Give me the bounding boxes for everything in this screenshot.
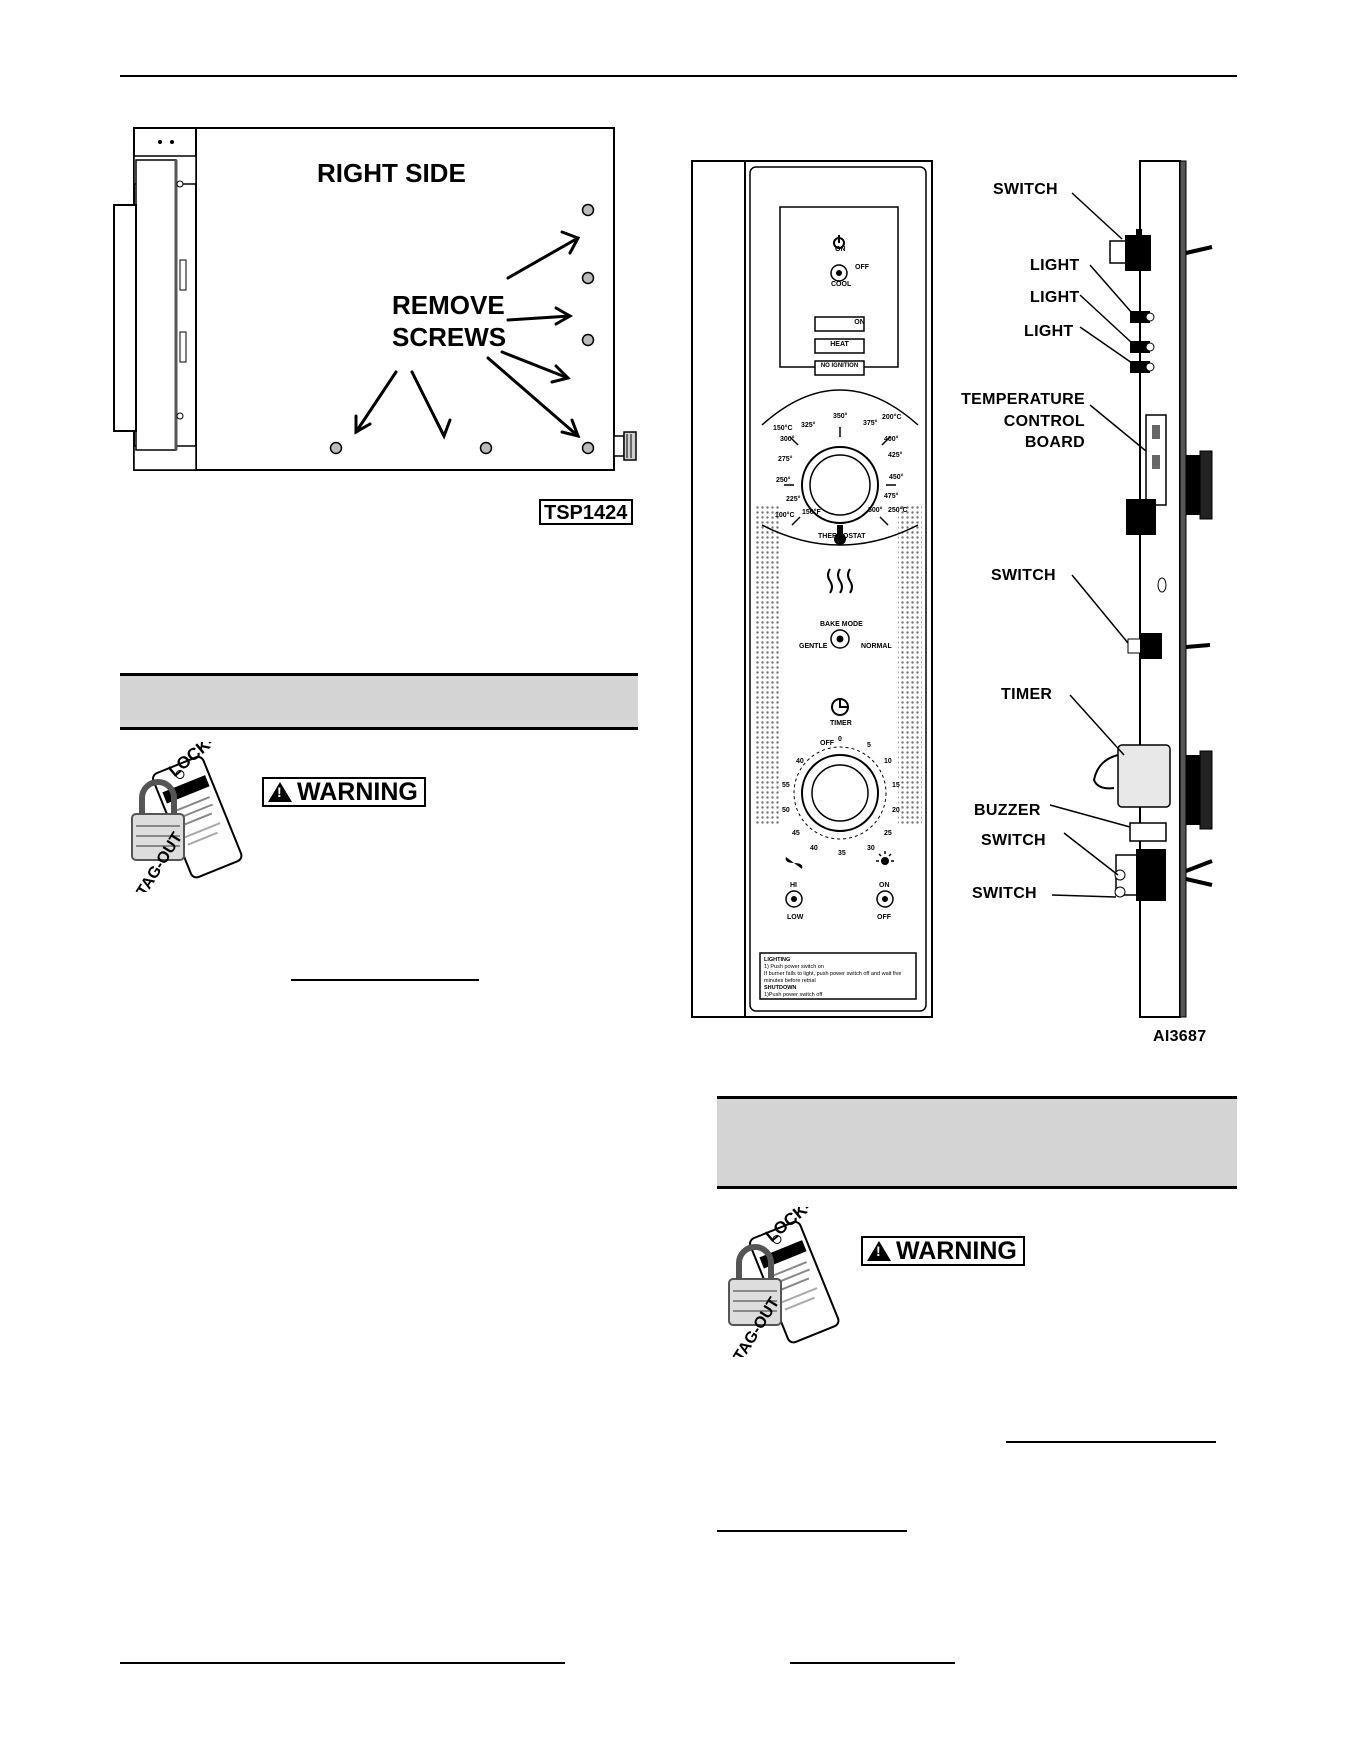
timer-30: 30 — [867, 845, 875, 852]
indicator-on: ON — [854, 319, 865, 326]
right-figure-id: AI3687 — [1153, 1028, 1207, 1045]
callout-buzzer: BUZZER — [974, 802, 1041, 819]
callout-light-2: LIGHT — [1030, 289, 1080, 306]
timer-label: TIMER — [830, 720, 852, 727]
callout-temp-line2: CONTROL — [1003, 413, 1085, 430]
left-section-heading-band — [120, 673, 638, 730]
thermo-200c: 200°C — [882, 414, 902, 421]
instructions-line4: minutes before retrial — [764, 978, 816, 984]
thermo-100c: 100°C — [775, 512, 795, 519]
thermo-375: 375° — [863, 420, 878, 427]
control-panel-figure — [691, 160, 933, 1018]
warning-triangle-icon — [867, 1241, 891, 1261]
timer-20: 20 — [892, 807, 900, 814]
callout-switch-4: SWITCH — [972, 885, 1037, 902]
instructions-box-text: LIGHTING 1) Push power switch on If burn… — [764, 957, 914, 999]
callout-temp-line3: BOARD — [1024, 434, 1085, 451]
thermo-475: 475° — [884, 493, 899, 500]
timer-35: 35 — [838, 850, 846, 857]
timer-45: 45 — [792, 830, 800, 837]
right-section-heading-band — [717, 1096, 1237, 1189]
thermo-225: 225° — [786, 496, 801, 503]
bake-gentle-label: GENTLE — [799, 643, 828, 650]
power-off-label: OFF — [855, 264, 869, 271]
warning-badge-label: WARNING — [896, 1237, 1017, 1265]
thermo-325: 325° — [801, 422, 816, 429]
thermo-275: 275° — [778, 456, 793, 463]
svg-text:ENERGY CONTROL: ENERGY CONTROL — [267, 742, 270, 883]
power-cool-label: COOL — [831, 281, 852, 288]
thermo-350: 350° — [833, 413, 848, 420]
instructions-line1: LIGHTING — [764, 957, 791, 963]
fan-low-label: LOW — [787, 914, 804, 921]
remove-screws-line1: REMOVE — [392, 290, 505, 320]
fan-hi-label: HI — [790, 882, 797, 889]
thermo-250: 250° — [776, 477, 791, 484]
thermo-400: 400° — [884, 436, 899, 443]
thermo-300: 300° — [780, 436, 795, 443]
timer-5: 5 — [867, 742, 871, 749]
callout-timer: TIMER — [1001, 686, 1053, 703]
thermo-150c: 150°C — [773, 425, 793, 432]
bake-normal-label: NORMAL — [861, 643, 892, 650]
lockout-tagout-graphic-1: LOCK-OUT TAG-OUT ENERGY CONTROL — [131, 742, 270, 892]
indicator-heat: HEAT — [830, 341, 849, 348]
left-figure-id: TSP1424 — [544, 502, 628, 524]
thermo-250c: 250°C — [888, 507, 908, 514]
instructions-line6: 1)Push power switch off — [764, 992, 823, 998]
right-underline-2 — [717, 1530, 907, 1532]
thermo-450: 450° — [889, 474, 904, 481]
right-side-title: RIGHT SIDE — [317, 158, 466, 188]
thermo-150f: 150°F — [802, 509, 821, 516]
bake-mode-label: BAKE MODE — [820, 621, 863, 628]
light-off-label: OFF — [877, 914, 891, 921]
footer-rule-left — [120, 1662, 565, 1664]
timer-25: 25 — [884, 830, 892, 837]
callout-switch-1: SWITCH — [993, 181, 1058, 198]
callout-switch-3: SWITCH — [981, 832, 1046, 849]
callout-light-3: LIGHT — [1024, 323, 1074, 340]
footer-rule-right — [790, 1662, 955, 1664]
instructions-line5: SHUTDOWN — [764, 985, 797, 991]
svg-text:ENERGY CONTROL: ENERGY CONTROL — [864, 1207, 867, 1348]
callout-temp-line1: TEMPERATURE — [961, 391, 1085, 408]
warning-badge-2: WARNING — [861, 1236, 1025, 1266]
timer-50: 50 — [782, 807, 790, 814]
header-rule — [120, 75, 1237, 77]
indicator-no-ignition: NO IGNITION — [820, 363, 859, 369]
thermostat-label: THERMOSTAT — [818, 533, 866, 540]
timer-15: 15 — [892, 782, 900, 789]
callout-light-1: LIGHT — [1030, 257, 1080, 274]
instructions-line2: 1) Push power switch on — [764, 964, 824, 970]
timer-10: 10 — [884, 758, 892, 765]
left-underline — [291, 979, 479, 981]
lockout-tagout-graphic-2: LOCK-OUT TAG-OUT ENERGY CONTROL — [728, 1207, 867, 1357]
timer-off: OFF — [820, 740, 834, 747]
instructions-line3: If burner fails to light, push power swi… — [764, 971, 902, 977]
thermo-500: 500° — [868, 507, 883, 514]
thermo-425: 425° — [888, 452, 903, 459]
timer-55: 55 — [782, 782, 790, 789]
warning-badge-1: WARNING — [262, 777, 426, 807]
timer-0: 0 — [838, 736, 842, 743]
light-on-label: ON — [879, 882, 890, 889]
warning-triangle-icon — [268, 782, 292, 802]
component-side-view — [1049, 160, 1213, 1018]
warning-badge-label: WARNING — [297, 778, 418, 806]
callout-switch-2: SWITCH — [991, 567, 1056, 584]
remove-screws-line2: SCREWS — [392, 322, 507, 352]
timer-40-bottom: 40 — [810, 845, 818, 852]
timer-40-top: 40 — [796, 758, 804, 765]
right-side-figure — [113, 127, 637, 525]
power-on-label: ON — [835, 246, 846, 253]
right-underline-1 — [1006, 1441, 1216, 1443]
